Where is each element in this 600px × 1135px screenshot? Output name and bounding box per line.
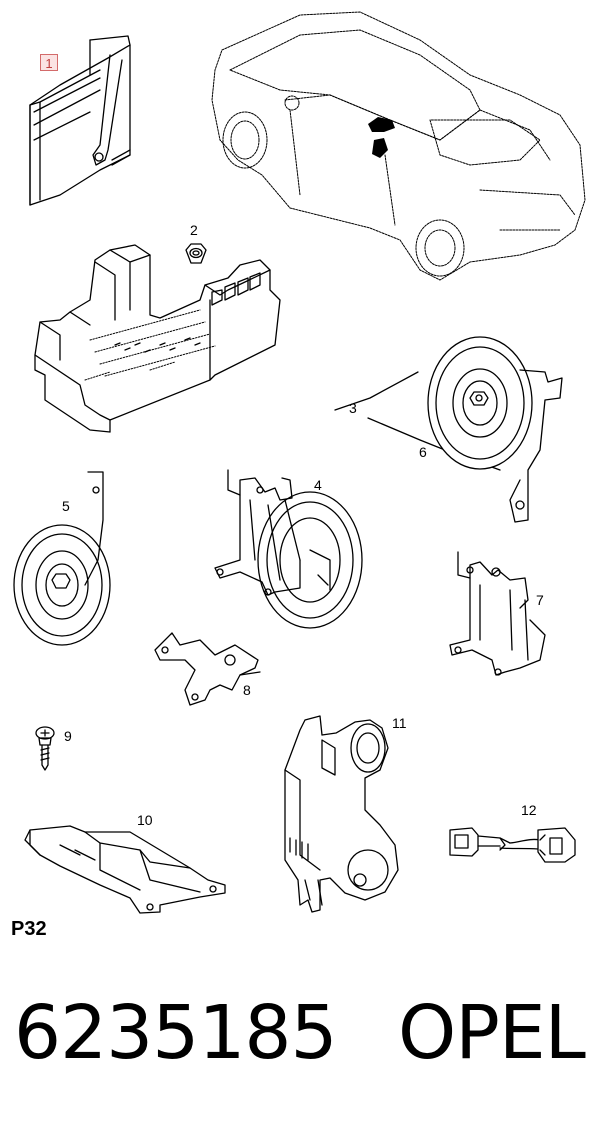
callout-6: 6	[419, 444, 427, 460]
parts-diagram	[0, 0, 600, 960]
part-1-control-module	[30, 36, 130, 205]
callout-7: 7	[536, 592, 544, 608]
part-7-bracket	[450, 552, 545, 675]
callout-4: 4	[314, 477, 322, 493]
brand-name: OPEL	[398, 990, 586, 1076]
part-2-nut	[186, 244, 206, 263]
fuse-box-housing	[35, 245, 280, 432]
part-10-control-module	[25, 826, 225, 913]
diagram-code: P32	[11, 918, 47, 940]
part-4-horn-with-bracket	[215, 470, 362, 628]
part-5-horn	[14, 472, 110, 645]
module-location-marker	[368, 117, 395, 158]
callout-12: 12	[521, 802, 537, 818]
part-8-small-bracket	[155, 633, 260, 705]
callout-8: 8	[243, 682, 251, 698]
part-11-sensor	[285, 716, 398, 912]
part-3-6-horn	[335, 337, 562, 522]
vehicle-illustration	[212, 12, 585, 280]
callout-3: 3	[349, 400, 357, 416]
part-12-wiring-harness	[450, 828, 575, 862]
callout-9: 9	[64, 728, 72, 744]
callout-10: 10	[137, 812, 153, 828]
callout-5: 5	[62, 498, 70, 514]
callout-1-highlighted: 1	[40, 54, 58, 71]
part-number: 6235185	[14, 990, 338, 1076]
callout-11: 11	[392, 715, 407, 731]
part-9-screw	[36, 727, 54, 770]
callout-2: 2	[190, 222, 198, 238]
